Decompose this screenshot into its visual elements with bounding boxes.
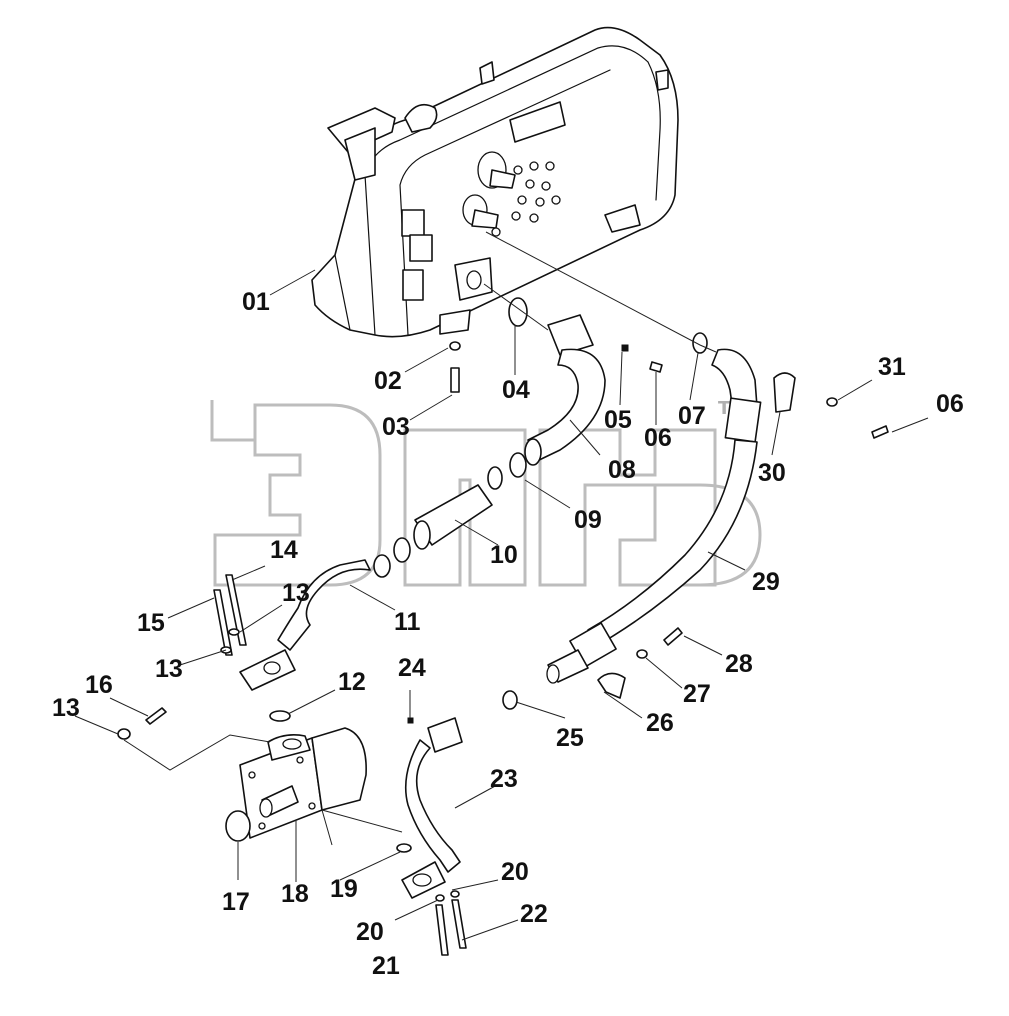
callout-27: 27 bbox=[683, 680, 711, 708]
part-24-nut bbox=[407, 717, 414, 724]
part-31-washer bbox=[826, 397, 838, 407]
callout-18: 18 bbox=[281, 880, 309, 908]
part-06-bolt-right bbox=[871, 425, 889, 439]
callout-06-right: 06 bbox=[936, 390, 964, 418]
part-20-washer-b bbox=[450, 890, 460, 898]
part-clamp-c bbox=[373, 554, 391, 578]
callout-13-lower: 13 bbox=[52, 694, 80, 722]
callout-25: 25 bbox=[556, 724, 584, 752]
callout-21: 21 bbox=[372, 952, 400, 980]
callout-03: 03 bbox=[382, 413, 410, 441]
callout-28: 28 bbox=[725, 650, 753, 678]
part-01-tank bbox=[311, 26, 679, 338]
part-11-bent-pipe bbox=[239, 559, 371, 691]
callout-05: 05 bbox=[604, 406, 632, 434]
part-18-pump bbox=[239, 727, 367, 839]
callout-10: 10 bbox=[490, 541, 518, 569]
part-19-washer bbox=[396, 843, 412, 853]
part-09-clamp-a bbox=[487, 466, 503, 490]
part-20-washer-a bbox=[435, 894, 445, 902]
part-clamp-d bbox=[393, 537, 411, 563]
part-22-bolt bbox=[451, 899, 467, 949]
part-13-nut-c bbox=[117, 728, 131, 740]
part-23-lower-pipe bbox=[401, 717, 463, 899]
callout-11: 11 bbox=[394, 608, 421, 636]
part-28-bolt bbox=[663, 627, 683, 646]
callout-31: 31 bbox=[878, 353, 906, 381]
callout-04: 04 bbox=[502, 376, 530, 404]
part-02-washer bbox=[449, 341, 461, 351]
callout-24: 24 bbox=[398, 654, 426, 682]
part-06-bolt-top bbox=[649, 361, 663, 373]
part-14-bolt bbox=[225, 574, 247, 646]
part-07-oring bbox=[692, 332, 708, 354]
part-21-bolt bbox=[435, 904, 449, 956]
callout-13-upper: 13 bbox=[282, 579, 310, 607]
callout-22: 22 bbox=[520, 900, 548, 928]
callout-07: 07 bbox=[678, 402, 706, 430]
callout-01: 01 bbox=[242, 288, 270, 316]
callout-12: 12 bbox=[338, 668, 366, 696]
callout-17: 17 bbox=[222, 888, 250, 916]
part-16-bolt bbox=[145, 707, 167, 725]
part-04-oring bbox=[508, 297, 528, 327]
callout-20-left: 20 bbox=[356, 918, 384, 946]
callout-02: 02 bbox=[374, 367, 402, 395]
part-10-hose-end bbox=[413, 520, 431, 550]
part-09-clamp-b bbox=[509, 452, 527, 478]
callout-20-right: 20 bbox=[501, 858, 529, 886]
callout-19: 19 bbox=[330, 875, 358, 903]
callout-09: 09 bbox=[574, 506, 602, 534]
callout-23: 23 bbox=[490, 765, 518, 793]
callout-15: 15 bbox=[137, 609, 165, 637]
callout-08: 08 bbox=[608, 456, 636, 484]
callout-13-middle: 13 bbox=[155, 655, 183, 683]
part-25-oring bbox=[502, 690, 518, 710]
part-27-washer bbox=[636, 649, 648, 659]
part-15-bolt bbox=[213, 589, 233, 656]
callout-14: 14 bbox=[270, 536, 298, 564]
callout-26: 26 bbox=[646, 709, 674, 737]
part-30-clamp bbox=[773, 372, 796, 413]
part-08-elbow-pipe bbox=[524, 314, 606, 466]
part-03-bolt bbox=[450, 367, 460, 393]
callout-labels: 01 02 03 04 05 06 06 07 08 09 10 11 12 1… bbox=[52, 288, 964, 980]
part-13-washer-a bbox=[228, 628, 240, 636]
part-26-clamp bbox=[597, 672, 626, 699]
part-29-flex-hose bbox=[546, 348, 762, 684]
callout-06-center: 06 bbox=[644, 424, 672, 452]
callout-30: 30 bbox=[758, 459, 786, 487]
part-05-nut bbox=[621, 344, 629, 352]
part-17-oring bbox=[225, 810, 251, 842]
part-12-oring bbox=[269, 710, 291, 722]
leader-lines bbox=[74, 231, 929, 941]
callout-16: 16 bbox=[85, 671, 113, 699]
callout-29: 29 bbox=[752, 568, 780, 596]
